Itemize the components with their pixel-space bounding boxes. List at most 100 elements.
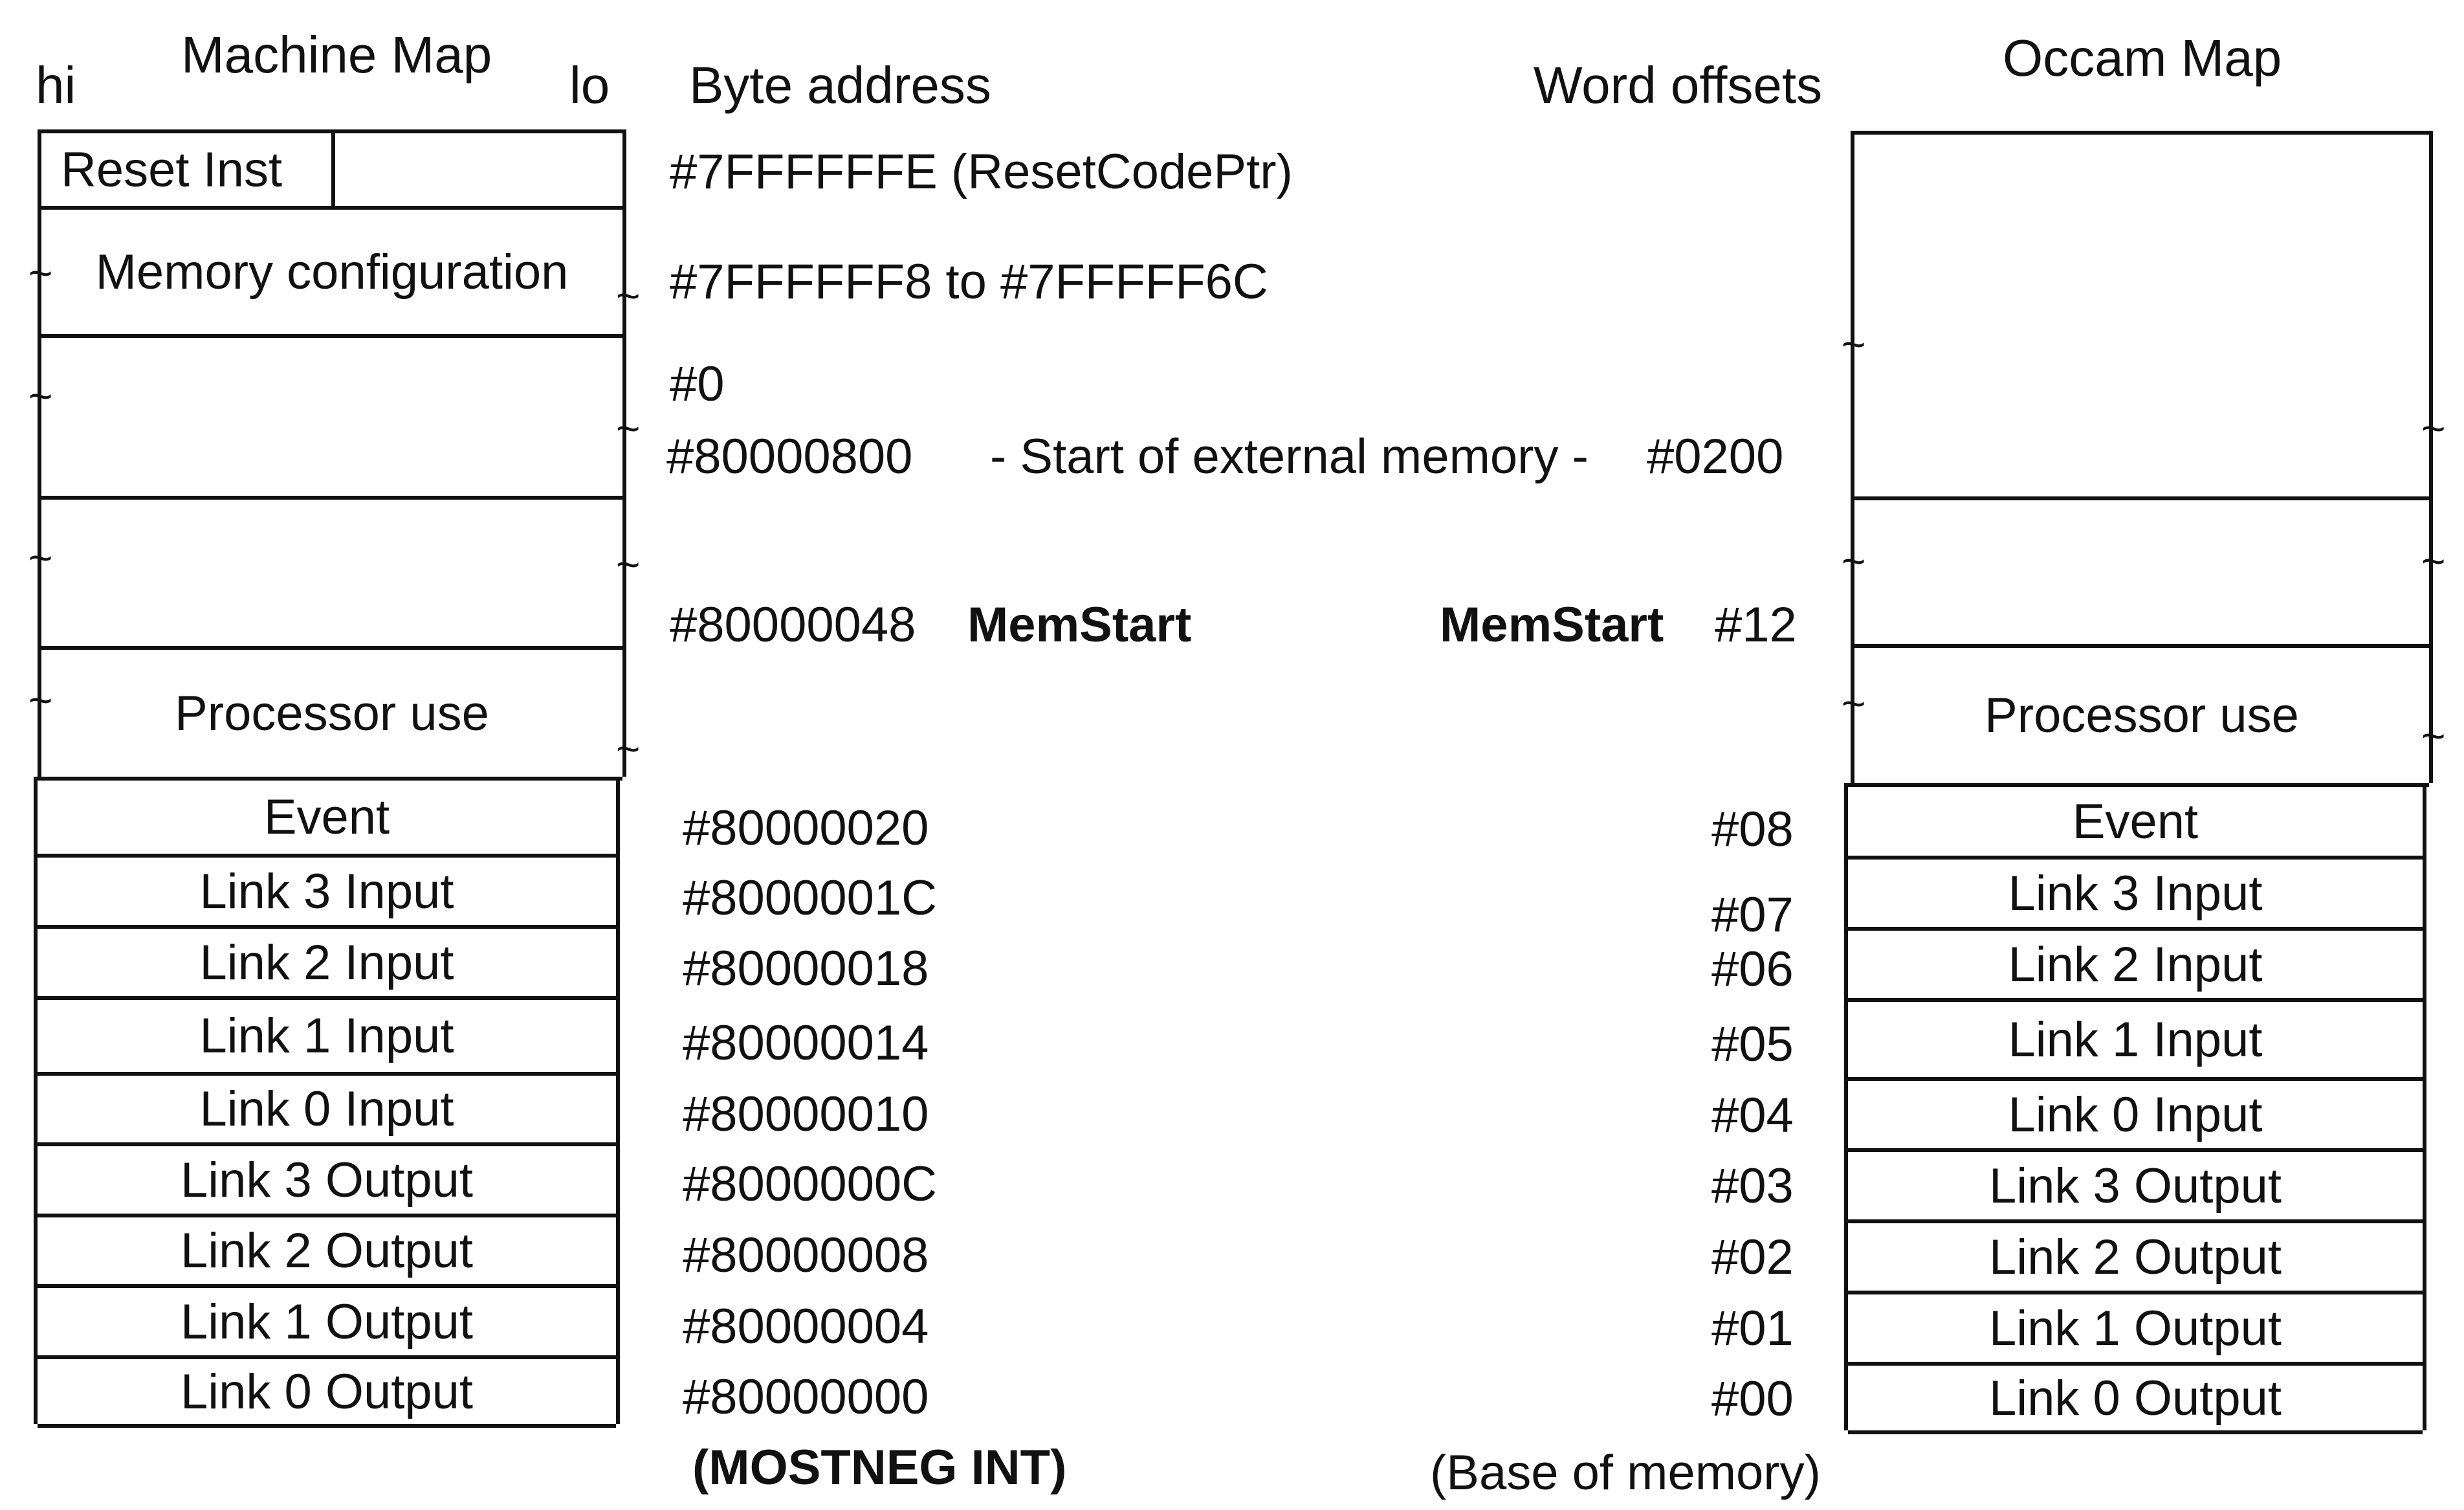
machine-cell-event: Event — [38, 781, 616, 858]
occam-cell-link2-output: Link 2 Output — [1848, 1223, 2423, 1294]
machine-cell-external-gap — [41, 338, 622, 500]
break-mark: ~ — [2421, 538, 2446, 584]
break-mark: ~ — [616, 272, 641, 319]
occam-cell-link3-input-label: Link 3 Input — [2008, 865, 2263, 921]
break-mark: ~ — [28, 535, 53, 581]
occam-cell-link3-output: Link 3 Output — [1848, 1152, 2423, 1223]
machine-cell-link2-output-label: Link 2 Output — [180, 1223, 474, 1278]
byte-address-zero: #0 — [670, 357, 725, 412]
occam-cell-link2-output-label: Link 2 Output — [1988, 1229, 2282, 1285]
machine-cell-link1-input-label: Link 1 Input — [199, 1008, 454, 1063]
occam-cell-link2-input-label: Link 2 Input — [2008, 937, 2263, 992]
occam-cell-upper-gap — [1854, 135, 2429, 500]
occam-cell-processor-use: Processor use — [1854, 648, 2429, 787]
word-offset-link2-output: #02 — [1711, 1230, 1794, 1285]
machine-cell-processor-use: Processor use — [41, 650, 622, 781]
machine-cell-link0-output: Link 0 Output — [38, 1359, 616, 1428]
occam-cell-link0-input: Link 0 Input — [1848, 1081, 2423, 1152]
reset-inst-divider — [331, 133, 335, 206]
machine-cell-memory-configuration: Memory configuration — [41, 210, 622, 338]
machine-cell-link1-output: Link 1 Output — [38, 1288, 616, 1359]
word-offset-memstart: #12 — [1715, 597, 1797, 652]
byte-address-link0-input: #80000010 — [683, 1087, 929, 1142]
occam-cell-link0-output-label: Link 0 Output — [1988, 1370, 2282, 1426]
break-mark: ~ — [1842, 680, 1866, 727]
word-offset-event: #08 — [1711, 802, 1794, 857]
byte-address-reset: #7FFFFFFE (ResetCodePtr) — [670, 144, 1293, 199]
machine-cell-link1-input: Link 1 Input — [38, 1000, 616, 1076]
hi-label: hi — [36, 56, 76, 114]
byte-address-external: #80000800 — [666, 429, 913, 484]
break-mark: ~ — [1842, 321, 1866, 368]
word-offset-link2-input: #06 — [1711, 942, 1794, 997]
word-offsets-title: Word offsets — [1534, 56, 1823, 114]
occam-cell-event-label: Event — [2072, 794, 2199, 849]
lo-label: lo — [569, 56, 610, 114]
byte-address-link2-output: #80000008 — [683, 1228, 929, 1283]
occam-cell-link1-output: Link 1 Output — [1848, 1294, 2423, 1366]
machine-cell-processor-use-label: Processor use — [175, 685, 489, 741]
byte-address-title: Byte address — [689, 56, 991, 114]
machine-cell-link3-output-label: Link 3 Output — [180, 1152, 474, 1208]
occam-cell-link1-input-label: Link 1 Input — [2008, 1012, 2263, 1067]
byte-address-event: #80000020 — [683, 801, 929, 856]
occam-cell-link0-input-label: Link 0 Input — [2008, 1087, 2263, 1142]
byte-address-memstart-label: MemStart — [967, 597, 1192, 652]
machine-cell-memory-configuration-label: Memory configuration — [95, 244, 569, 300]
machine-cell-link0-input-label: Link 0 Input — [199, 1082, 454, 1137]
byte-address-link3-output: #8000000C — [683, 1157, 938, 1212]
occam-cell-link2-input: Link 2 Input — [1848, 931, 2423, 1002]
machine-cell-link2-output: Link 2 Output — [38, 1217, 616, 1288]
byte-address-link1-input: #80000014 — [683, 1016, 929, 1071]
word-offset-external: #0200 — [1647, 429, 1784, 484]
occam-cell-link0-output: Link 0 Output — [1848, 1366, 2423, 1434]
machine-cell-memstart-gap — [41, 500, 622, 650]
break-mark: ~ — [28, 250, 53, 296]
byte-address-link1-output: #80000004 — [683, 1299, 929, 1354]
break-mark: ~ — [2421, 405, 2446, 452]
machine-cell-reset-inst: Reset Inst — [41, 133, 622, 210]
break-mark: ~ — [616, 726, 641, 772]
break-mark: ~ — [616, 405, 641, 452]
machine-cell-link0-input: Link 0 Input — [38, 1076, 616, 1146]
occam-map-upper: Processor use — [1851, 131, 2433, 787]
occam-cell-event: Event — [1848, 787, 2423, 860]
byte-address-memstart: #80000048 — [670, 597, 916, 652]
occam-cell-link3-input: Link 3 Input — [1848, 860, 2423, 931]
word-offset-link0-input: #04 — [1711, 1088, 1794, 1143]
occam-map-lower: Event Link 3 Input Link 2 Input Link 1 I… — [1844, 783, 2426, 1434]
occam-cell-memstart-gap — [1854, 500, 2429, 648]
word-offset-link1-output: #01 — [1711, 1301, 1794, 1356]
machine-cell-link3-input: Link 3 Input — [38, 858, 616, 929]
byte-address-memconfig: #7FFFFFF8 to #7FFFFF6C — [670, 254, 1268, 309]
machine-cell-link3-input-label: Link 3 Input — [199, 863, 454, 919]
word-offset-link3-input: #07 — [1711, 887, 1794, 942]
machine-cell-reset-inst-label: Reset Inst — [61, 142, 283, 197]
byte-address-link0-output: #80000000 — [683, 1370, 929, 1425]
occam-cell-processor-use-label: Processor use — [1985, 688, 2299, 743]
byte-address-link3-input: #8000001C — [683, 871, 938, 926]
machine-cell-link3-output: Link 3 Output — [38, 1146, 616, 1217]
word-offset-link0-output: #00 — [1711, 1371, 1794, 1427]
word-offset-memstart-label: MemStart — [1440, 597, 1664, 652]
machine-cell-event-label: Event — [263, 790, 390, 845]
machine-map-upper: Reset Inst Memory configuration Processo… — [38, 129, 626, 781]
base-of-memory-note: (Base of memory) — [1430, 1445, 1821, 1500]
occam-cell-link1-input: Link 1 Input — [1848, 1002, 2423, 1081]
mostneg-int-note: (MOSTNEG INT) — [692, 1440, 1067, 1495]
break-mark: ~ — [1842, 538, 1866, 584]
machine-cell-link2-input: Link 2 Input — [38, 929, 616, 1000]
break-mark: ~ — [2421, 713, 2446, 759]
word-offset-link3-output: #03 — [1711, 1159, 1794, 1214]
machine-map-title: Machine Map — [181, 26, 492, 83]
machine-cell-link2-input-label: Link 2 Input — [199, 935, 454, 990]
byte-address-link2-input: #80000018 — [683, 941, 929, 996]
occam-map-title: Occam Map — [2003, 29, 2282, 87]
occam-cell-link3-output-label: Link 3 Output — [1988, 1158, 2282, 1214]
machine-cell-link1-output-label: Link 1 Output — [180, 1294, 474, 1349]
break-mark: ~ — [28, 373, 53, 419]
machine-cell-link0-output-label: Link 0 Output — [180, 1364, 474, 1419]
machine-map-lower: Event Link 3 Input Link 2 Input Link 1 I… — [34, 777, 620, 1428]
word-offset-link1-input: #05 — [1711, 1017, 1794, 1072]
break-mark: ~ — [616, 541, 641, 588]
